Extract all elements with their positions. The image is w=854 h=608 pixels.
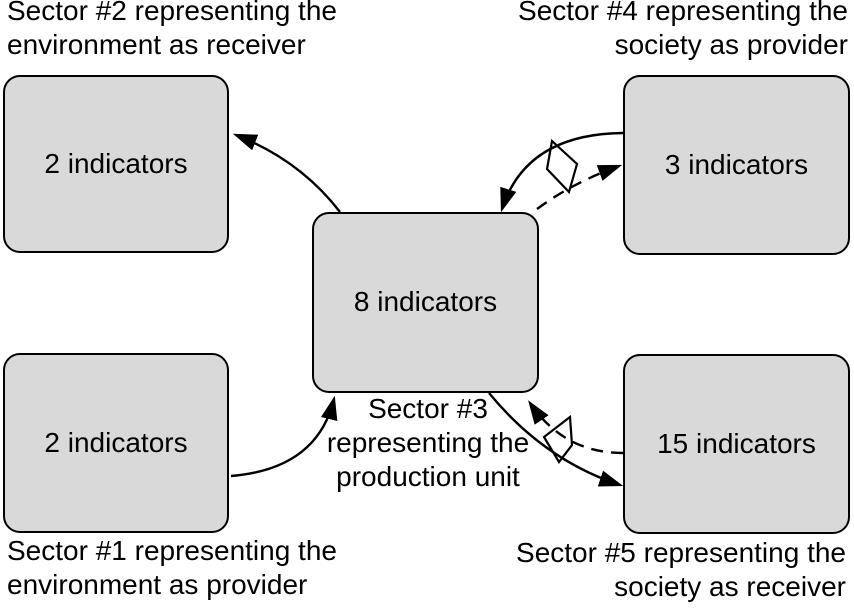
arrow-sector4-to-sector3 [500, 131, 624, 213]
sector5-label-line1: Sector #5 representing the [516, 537, 846, 568]
sector2-label: Sector #2 representing the environment a… [7, 0, 337, 62]
sector1-label-line1: Sector #1 representing the [7, 535, 337, 566]
sector1-indicator-count: 2 indicators [44, 426, 188, 458]
sector5-label: Sector #5 representing the society as re… [516, 536, 846, 604]
transaction-symbol-icon [545, 138, 579, 195]
sector3-indicator-count: 8 indicators [353, 286, 498, 318]
sector3-label: Sector #3 representing the production un… [268, 392, 588, 494]
sector4-indicator-count: 3 indicators [664, 148, 809, 180]
sector5-box: 15 indicators [623, 354, 850, 534]
sector4-label-line2: society as provider [614, 29, 848, 60]
sector2-label-line2: environment as receiver [7, 29, 306, 60]
sector5-indicator-count: 15 indicators [657, 427, 816, 459]
sector3-label-line2: representing the [326, 427, 530, 458]
sector4-label-line1: Sector #4 representing the [518, 0, 848, 26]
sector3-label-line3: production unit [336, 461, 520, 492]
sector3-box: 8 indicators [312, 212, 539, 393]
sector5-label-line2: society as receiver [614, 571, 846, 602]
sector1-label-line2: environment as provider [7, 569, 308, 600]
arrow-sector3-to-sector2 [232, 133, 341, 213]
sector4-label: Sector #4 representing the society as pr… [518, 0, 848, 62]
sector1-box: 2 indicators [3, 353, 229, 533]
sector1-label: Sector #1 representing the environment a… [7, 534, 337, 602]
sector2-box: 2 indicators [3, 75, 229, 253]
arrow-sector3-to-sector4-dashed [536, 164, 623, 210]
sector2-indicator-count: 2 indicators [44, 147, 188, 179]
sector2-label-line1: Sector #2 representing the [7, 0, 337, 26]
sector4-box: 3 indicators [623, 75, 850, 255]
sector3-label-line1: Sector #3 [368, 393, 488, 424]
